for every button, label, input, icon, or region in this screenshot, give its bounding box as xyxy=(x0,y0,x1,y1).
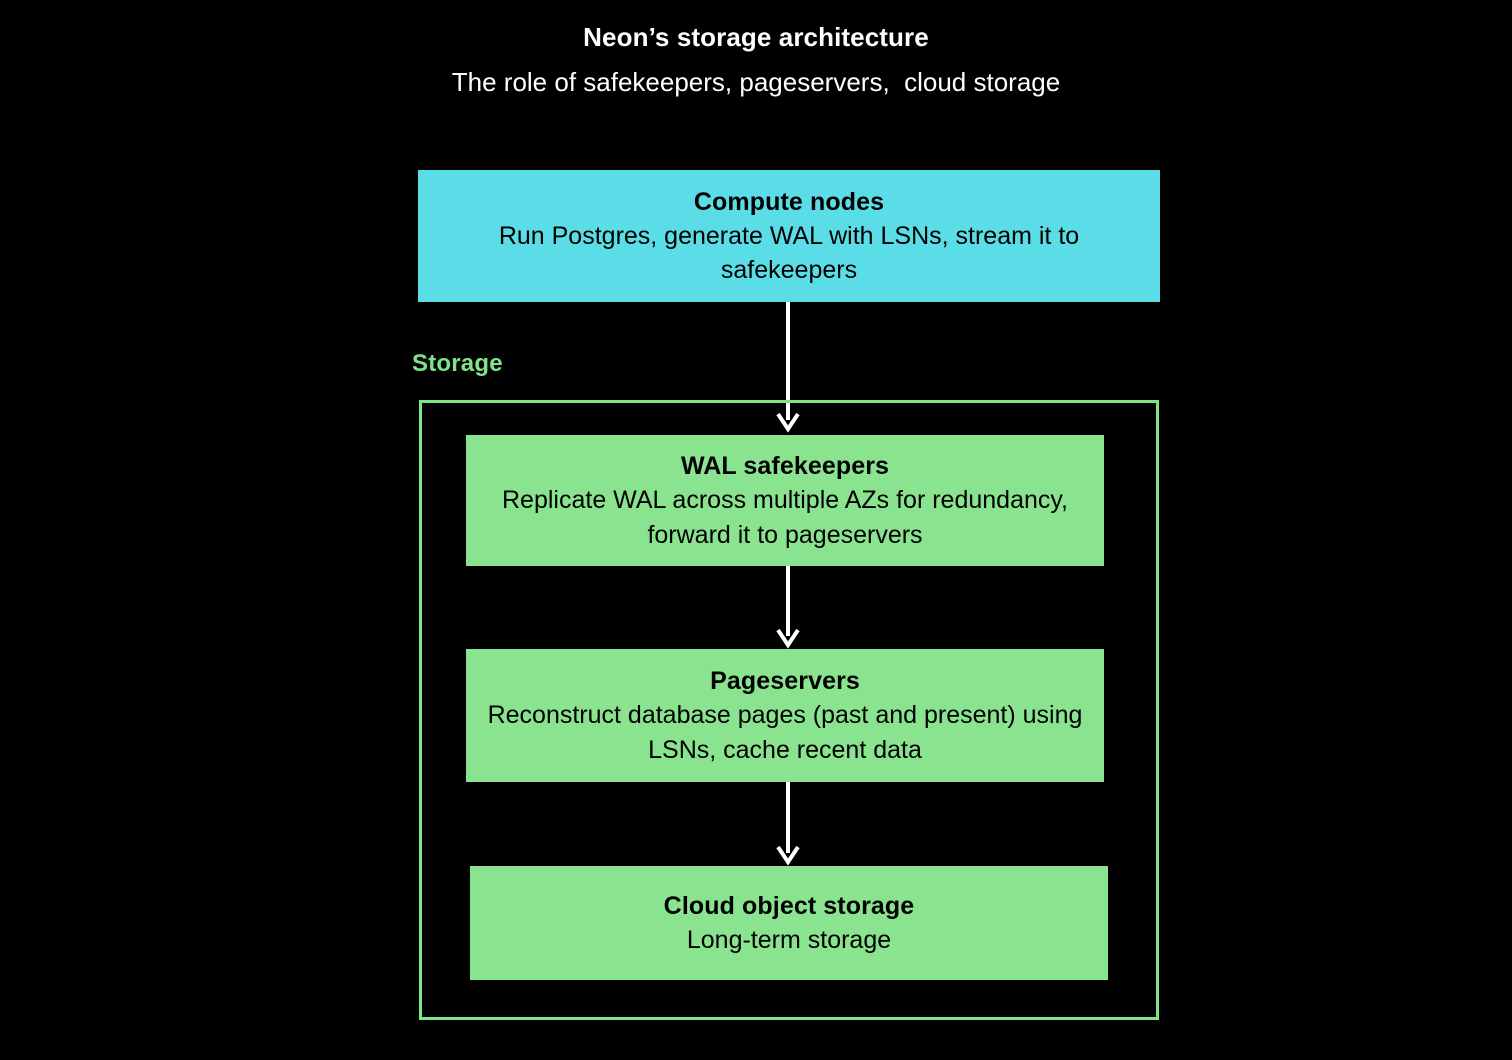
wal-safekeepers-box: WAL safekeepers Replicate WAL across mul… xyxy=(466,435,1104,566)
diagram-header: Neon’s storage architecture The role of … xyxy=(0,22,1512,98)
compute-nodes-title: Compute nodes xyxy=(693,187,885,216)
pageservers-title: Pageservers xyxy=(710,667,860,695)
storage-group-label: Storage xyxy=(412,350,503,377)
cloud-object-storage-box: Cloud object storage Long-term storage xyxy=(470,866,1108,980)
cloud-object-storage-title: Cloud object storage xyxy=(663,891,915,920)
compute-nodes-description: Run Postgres, generate WAL with LSNs, st… xyxy=(498,221,1080,285)
cloud-object-storage-description: Long-term storage xyxy=(686,925,892,954)
compute-nodes-box: Compute nodes Run Postgres, generate WAL… xyxy=(418,170,1160,302)
pageservers-box: Pageservers Reconstruct database pages (… xyxy=(466,649,1104,782)
storage-group-container xyxy=(419,400,1159,1020)
page-title: Neon’s storage architecture xyxy=(583,22,929,52)
pageservers-description: Reconstruct database pages (past and pre… xyxy=(487,701,1083,764)
wal-safekeepers-description: Replicate WAL across multiple AZs for re… xyxy=(502,486,1068,549)
wal-safekeepers-title: WAL safekeepers xyxy=(680,452,890,480)
page-subtitle: The role of safekeepers, pageservers, cl… xyxy=(451,67,1061,98)
